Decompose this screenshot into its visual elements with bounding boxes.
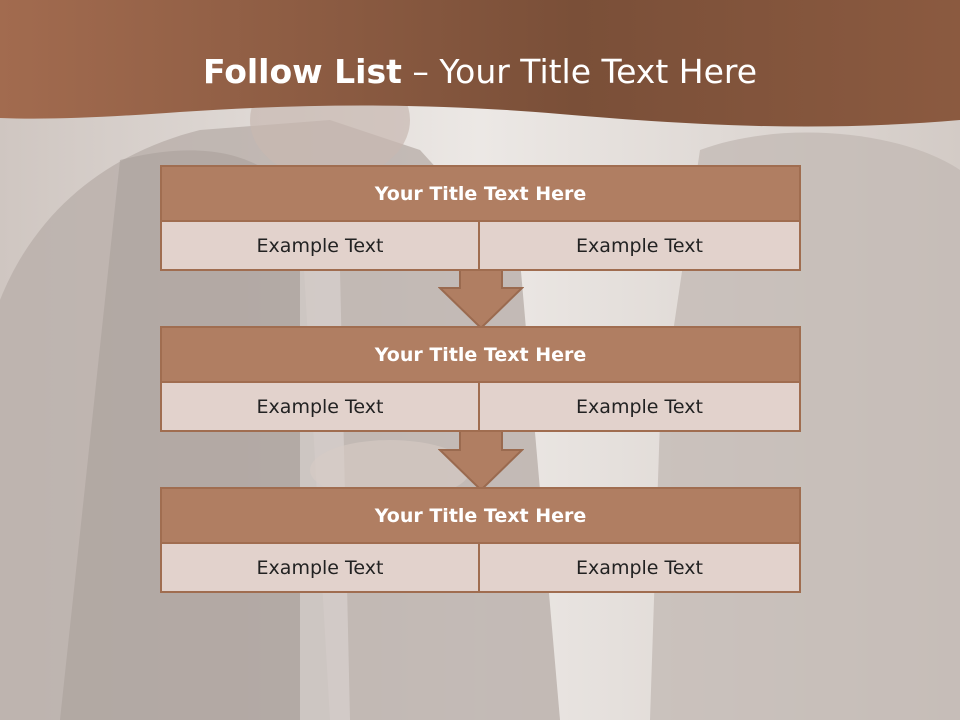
block-title: Your Title Text Here bbox=[160, 326, 801, 383]
block-cell-left: Example Text bbox=[160, 222, 480, 271]
block-title: Your Title Text Here bbox=[160, 487, 801, 544]
list-block: Your Title Text Here Example Text Exampl… bbox=[160, 165, 801, 271]
list-block: Your Title Text Here Example Text Exampl… bbox=[160, 487, 801, 593]
block-cell-right: Example Text bbox=[480, 222, 801, 271]
down-arrow-icon bbox=[438, 425, 524, 492]
block-row: Example Text Example Text bbox=[160, 383, 801, 432]
slide-title: Follow List – Your Title Text Here bbox=[0, 52, 960, 91]
list-block: Your Title Text Here Example Text Exampl… bbox=[160, 326, 801, 432]
block-title: Your Title Text Here bbox=[160, 165, 801, 222]
title-rest: – Your Title Text Here bbox=[401, 52, 758, 91]
block-cell-left: Example Text bbox=[160, 383, 480, 432]
down-arrow-icon bbox=[438, 263, 524, 330]
block-cell-right: Example Text bbox=[480, 544, 801, 593]
block-row: Example Text Example Text bbox=[160, 544, 801, 593]
block-row: Example Text Example Text bbox=[160, 222, 801, 271]
block-cell-right: Example Text bbox=[480, 383, 801, 432]
header-band bbox=[0, 0, 960, 127]
title-bold: Follow List bbox=[202, 52, 402, 91]
block-cell-left: Example Text bbox=[160, 544, 480, 593]
